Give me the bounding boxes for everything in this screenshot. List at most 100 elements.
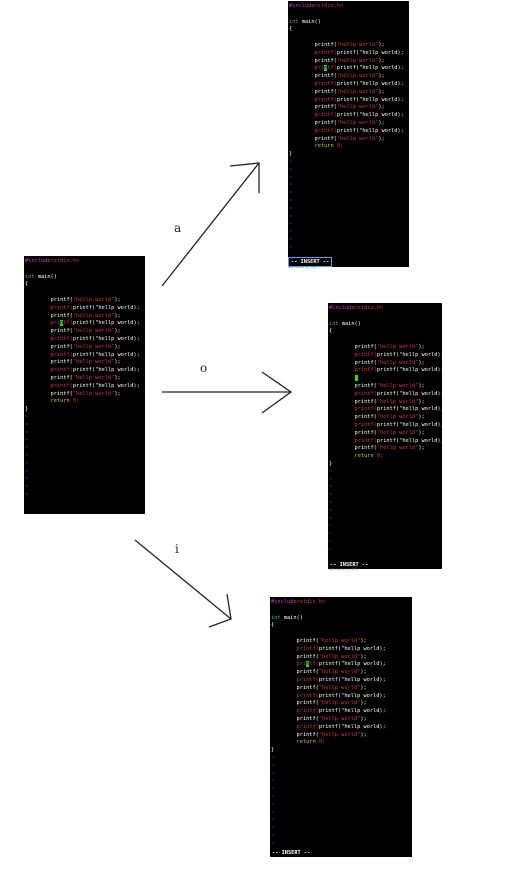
- code-line: return 0;: [329, 453, 442, 461]
- string-literal: "hellp world": [336, 88, 379, 95]
- return-keyword: return: [314, 143, 334, 150]
- include-header: <stdio.h>: [354, 305, 384, 311]
- code-line: printf("hellp world");: [25, 313, 145, 321]
- printf-end: );: [418, 343, 425, 350]
- terminal-source: #include<stdio.h>int main(){ printf("hel…: [24, 256, 145, 514]
- string-literal: "hellp world": [376, 414, 419, 421]
- return-keyword: return: [354, 453, 374, 460]
- close-brace: }: [329, 460, 333, 467]
- code-line: ~: [25, 430, 145, 438]
- cursor-block: [354, 375, 358, 382]
- empty-line-tilde: ~: [329, 468, 333, 475]
- empty-line-tilde: ~: [289, 221, 293, 228]
- code-line: printf(printf("hellp world);: [271, 693, 412, 701]
- printf-text: printf("hellp world);: [318, 723, 386, 730]
- include-directive: #include: [289, 3, 315, 9]
- string-literal: "hellp world": [376, 359, 419, 366]
- code-line: [329, 313, 442, 321]
- empty-line-tilde: ~: [289, 174, 293, 181]
- printf-red: printf(: [296, 708, 319, 715]
- printf-end: );: [378, 57, 385, 64]
- code-line: printf("hellp world");: [329, 383, 442, 391]
- printf-text: printf("hellp world);: [72, 320, 140, 327]
- code-line: printf("hellp world");: [289, 58, 409, 66]
- string-literal: "hellp world": [336, 135, 379, 142]
- empty-line-tilde: ~: [329, 476, 333, 483]
- printf-call: printf(: [314, 104, 337, 111]
- empty-line-tilde: ~: [329, 499, 333, 506]
- code-line: printf("hellp world");: [289, 120, 409, 128]
- printf-call: printf(: [50, 312, 73, 319]
- main-name: main(): [34, 273, 57, 280]
- printf-end: );: [418, 414, 425, 421]
- empty-line-tilde: ~: [25, 491, 29, 498]
- code-line: ~: [271, 786, 412, 794]
- string-literal: "hellp world": [376, 343, 419, 350]
- printf-red: printf(: [354, 437, 377, 444]
- code-line: ~: [25, 445, 145, 453]
- printf-red: printf(: [296, 723, 319, 730]
- printf-call: printf(: [314, 73, 337, 80]
- open-brace: {: [329, 328, 333, 335]
- code-line: [329, 375, 442, 383]
- code-line: ~: [289, 182, 409, 190]
- printf-end: );: [378, 104, 385, 111]
- code-line: {: [329, 328, 442, 336]
- empty-line-tilde: ~: [25, 445, 29, 452]
- arrow-label-i: i: [175, 542, 179, 556]
- string-literal: "hellp world": [376, 445, 419, 452]
- code-line: ~: [271, 841, 412, 849]
- code-line: ~: [25, 484, 145, 492]
- string-literal: "hellp world": [318, 700, 361, 707]
- arrow-label-o: o: [200, 361, 208, 375]
- printf-cursor-prefix: pri: [314, 65, 325, 72]
- printf-call: printf(: [314, 57, 337, 64]
- code-line: [329, 336, 442, 344]
- main-name: main(): [298, 18, 321, 25]
- printf-call: printf(: [50, 296, 73, 303]
- code-line: }: [289, 151, 409, 159]
- main-type: int: [271, 614, 281, 621]
- code-line: printf("hellp world");: [25, 297, 145, 305]
- string-literal: "hellp world": [336, 73, 379, 80]
- printf-call: printf(: [354, 343, 377, 350]
- empty-line-tilde: ~: [25, 413, 29, 420]
- terminal-open-line: #include<stdio.h>int main(){ printf("hel…: [328, 303, 442, 569]
- printf-end: );: [114, 390, 121, 397]
- code-line: printf(printf("hellp world);: [329, 422, 442, 430]
- string-literal: "hellp world": [318, 669, 361, 676]
- code-line: printf("hellp world");: [329, 399, 442, 407]
- printf-call: printf(: [50, 328, 73, 335]
- code-line: ~: [25, 437, 145, 445]
- code-line: ~: [271, 817, 412, 825]
- code-line: ~: [329, 469, 442, 477]
- printf-red: printf(: [354, 351, 377, 358]
- code-line: ~: [329, 539, 442, 547]
- code-line: printf(printf("hellp world);: [25, 320, 145, 328]
- empty-line-tilde: ~: [271, 793, 275, 800]
- printf-call: printf(: [296, 653, 319, 660]
- printf-red: printf(: [50, 367, 73, 374]
- string-literal: "hellp world": [72, 328, 115, 335]
- code-line: printf("hellp world");: [271, 700, 412, 708]
- printf-red: printf(: [314, 96, 337, 103]
- code-line: int main(): [25, 274, 145, 282]
- printf-call: printf(: [314, 88, 337, 95]
- printf-end: );: [418, 382, 425, 389]
- include-header: <stdio.h>: [314, 3, 344, 9]
- code-line: printf("hellp world");: [271, 732, 412, 740]
- code-line: [271, 630, 412, 638]
- string-literal: "hellp world": [72, 390, 115, 397]
- printf-cursor-suffix: tf(: [327, 65, 337, 72]
- printf-red: printf(: [354, 367, 377, 374]
- printf-call: printf(: [354, 398, 377, 405]
- code-line: ~: [271, 794, 412, 802]
- code-line: ~: [25, 492, 145, 500]
- code-line: printf("hellp world");: [289, 73, 409, 81]
- empty-line-tilde: ~: [271, 817, 275, 824]
- printf-text: printf("hellp world);: [72, 382, 140, 389]
- main-type: int: [25, 273, 35, 280]
- printf-end: );: [114, 328, 121, 335]
- code-line: printf("hellp world");: [289, 136, 409, 144]
